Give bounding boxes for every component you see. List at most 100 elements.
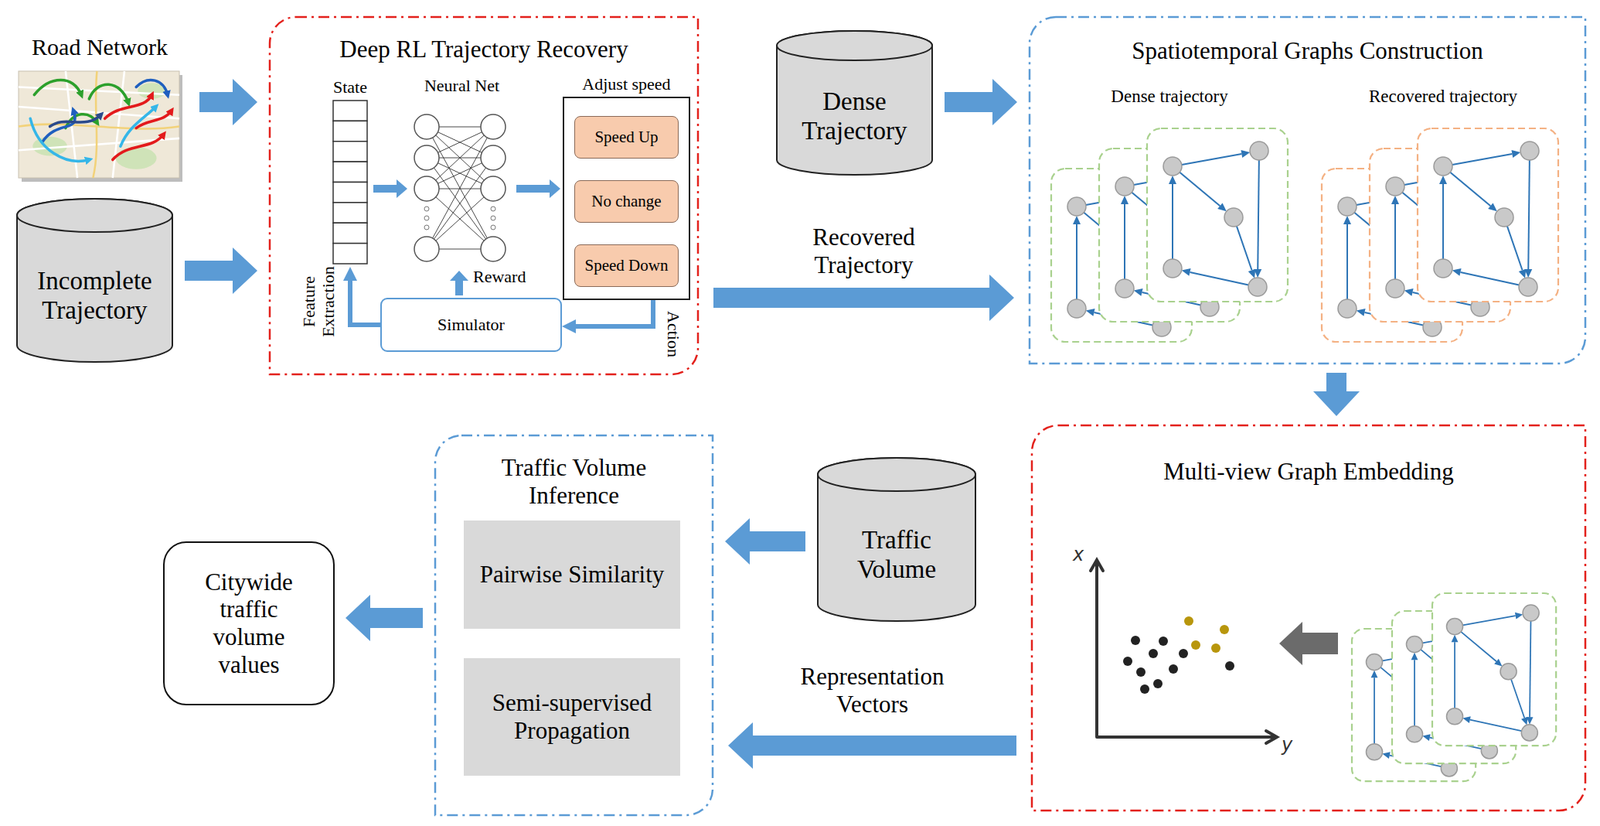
graph-arrowhead	[1168, 175, 1177, 184]
node-text: Recovered trajectory	[1320, 86, 1566, 107]
node-text: Semi-supervised Propagation	[479, 688, 665, 744]
action-button: Speed Up	[574, 115, 679, 159]
graph-vertex	[1500, 663, 1517, 680]
graph-stack-box-art	[1049, 86, 1290, 346]
nn-neuron	[414, 145, 440, 171]
node-text: Dense Trajectory	[789, 87, 921, 147]
nn-ellipsis	[424, 215, 429, 221]
graph-vertex	[1249, 141, 1269, 160]
graph-arrowhead	[1514, 612, 1523, 620]
graph-vertex	[1337, 197, 1357, 216]
flow-arrow	[373, 179, 408, 198]
module-panel: Pairwise SimilaritySemi-supervised Propa…	[433, 433, 715, 817]
embedding-point	[1184, 616, 1194, 626]
node-text: Dense trajectory	[1049, 86, 1290, 107]
database-cylinder: Traffic Volume	[816, 456, 978, 623]
graph-edge	[1470, 719, 1522, 732]
embedding-point	[1123, 656, 1133, 666]
graph-arrowhead	[1452, 268, 1462, 276]
graph-stack-box-art	[1320, 86, 1566, 346]
trajectory-route	[136, 80, 168, 96]
output-box: Citywide traffic volume values	[163, 541, 335, 705]
graph-arrowhead	[1240, 149, 1250, 158]
graph-arrowhead	[1494, 658, 1502, 667]
node-text: Road Network	[31, 34, 168, 62]
simulator-box: Simulator	[380, 297, 562, 352]
graph-arrowhead	[1120, 195, 1129, 205]
embedding-point	[1168, 663, 1178, 674]
trajectory-route	[120, 106, 157, 147]
graph-arrowhead	[1217, 202, 1227, 212]
action-button: No change	[574, 180, 679, 223]
nn-neuron	[480, 236, 506, 262]
embedding-point	[1130, 635, 1141, 645]
axis-line	[1096, 561, 1276, 737]
graph-edge	[1452, 153, 1513, 165]
graph-vertex	[1365, 653, 1383, 671]
node-text: Adjust speed	[562, 74, 691, 94]
graph-edge	[1460, 631, 1497, 661]
axis-arrowhead	[1266, 730, 1277, 743]
nn-weight	[426, 188, 494, 249]
scatter-sketch	[1090, 559, 1277, 743]
frame-border	[1432, 592, 1556, 746]
graph-vertex	[1385, 279, 1405, 298]
node-text: Simulator	[437, 314, 505, 334]
panel-border	[1029, 17, 1586, 364]
method-box: Pairwise Similarity	[463, 520, 681, 629]
state-vector-art	[329, 77, 372, 267]
nn-ellipsis	[424, 224, 429, 230]
flow-arrow	[199, 78, 258, 126]
embedding-point	[1211, 643, 1221, 653]
embedding-point	[1225, 660, 1235, 671]
node-text: Traffic Volume	[830, 525, 963, 585]
panel-border	[1031, 425, 1586, 811]
graph-frame	[1432, 592, 1556, 746]
method-box: Semi-supervised Propagation	[463, 657, 681, 776]
graph-edge	[1181, 153, 1243, 165]
embedding-point	[1140, 684, 1150, 694]
flow-arrow	[1313, 372, 1360, 416]
nn-ellipsis	[424, 206, 429, 212]
graph-edge	[1171, 183, 1174, 259]
graph-vertex	[1163, 258, 1182, 278]
flow-line	[350, 280, 381, 325]
graph-vertex	[1433, 258, 1453, 278]
cylinder-body	[776, 30, 933, 175]
node-text: Speed Up	[594, 127, 658, 147]
state-cell	[333, 202, 368, 223]
flow-arrow	[184, 247, 258, 294]
graph-stack	[1351, 592, 1556, 781]
edge-label: Representation Vectors	[789, 662, 956, 718]
graph-edge	[1462, 615, 1515, 625]
flow-arrow	[516, 179, 561, 198]
node-text: Pairwise Similarity	[480, 560, 665, 589]
axis-label: y	[1281, 734, 1293, 756]
graph-vertex	[1385, 177, 1405, 196]
graph-vertex	[1115, 177, 1134, 196]
neural-network-art	[409, 75, 515, 266]
embedding-arrow	[1279, 621, 1338, 665]
state-vector: State	[329, 77, 372, 267]
graph-edge	[1179, 172, 1220, 207]
state-cell	[333, 100, 368, 121]
axis-arrowhead	[1090, 559, 1103, 571]
road-network-map: Road Network	[10, 30, 189, 186]
graph-edge	[1460, 272, 1519, 286]
graph-edge	[1075, 224, 1078, 300]
cylinder-top	[17, 198, 173, 232]
graph-arrowhead	[1181, 268, 1192, 276]
graph-arrowhead	[1343, 215, 1352, 225]
trajectory-route	[41, 110, 75, 143]
trajectory-route	[88, 84, 129, 103]
map-park	[115, 146, 157, 170]
module-panel: Multi-view Graph Embedding	[1030, 423, 1587, 812]
graph-edge	[1450, 172, 1491, 207]
node-text: State	[329, 77, 372, 97]
graph-vertex	[1115, 279, 1134, 298]
nn-weight	[426, 188, 494, 249]
connector-layer	[184, 78, 1360, 769]
node-text: Citywide traffic volume values	[190, 568, 307, 679]
graph-vertex	[1067, 197, 1086, 216]
